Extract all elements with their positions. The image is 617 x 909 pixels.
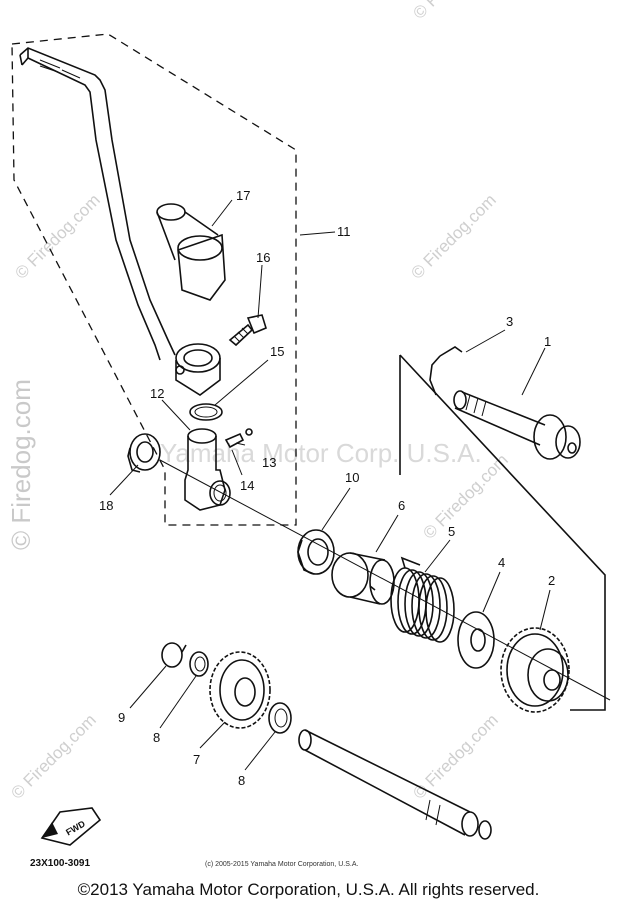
washer-part-8-lower bbox=[268, 702, 292, 734]
callout-17: 17 bbox=[236, 188, 250, 203]
watermark-repeat: © Firedog.com bbox=[409, 0, 501, 23]
circlip-part-9 bbox=[161, 642, 187, 668]
bolt-part-16 bbox=[228, 314, 267, 347]
callout-5: 5 bbox=[448, 524, 455, 539]
callout-8b: 8 bbox=[238, 773, 245, 788]
callout-10: 10 bbox=[345, 470, 359, 485]
idle-shaft bbox=[298, 729, 492, 840]
fwd-arrow-icon: FWD bbox=[40, 807, 102, 846]
o-ring-part-15 bbox=[189, 403, 223, 421]
callout-4: 4 bbox=[498, 555, 505, 570]
callout-9: 9 bbox=[118, 710, 125, 725]
kick-gear-part-2 bbox=[500, 627, 570, 713]
clip-part-3 bbox=[429, 346, 463, 396]
watermark-repeat: © Firedog.com bbox=[7, 710, 99, 802]
screw-part-14 bbox=[224, 432, 245, 449]
callout-11: 11 bbox=[337, 224, 351, 239]
kick-crank-boss-part-17 bbox=[156, 203, 226, 301]
washer-part-4 bbox=[457, 611, 495, 669]
torsion-spring-part-5 bbox=[390, 556, 455, 643]
small-copyright: (c) 2005-2015 Yamaha Motor Corporation, … bbox=[205, 861, 358, 868]
callout-15: 15 bbox=[270, 344, 284, 359]
callout-13: 13 bbox=[262, 455, 276, 470]
callout-18: 18 bbox=[99, 498, 113, 513]
callout-16: 16 bbox=[256, 250, 270, 265]
watermark-center: Yamaha Motor Corp. U.S.A. bbox=[160, 438, 482, 468]
o-ring-part-15-inner bbox=[194, 406, 218, 418]
callout-7: 7 bbox=[193, 752, 200, 767]
callout-12: 12 bbox=[150, 386, 164, 401]
kick-crank-arm bbox=[19, 47, 221, 396]
oil-seal-part-10 bbox=[297, 529, 335, 575]
callout-1: 1 bbox=[544, 334, 551, 349]
callout-14: 14 bbox=[240, 478, 254, 493]
callout-3: 3 bbox=[506, 314, 513, 329]
washer-part-18 bbox=[127, 433, 161, 473]
ball-part-13 bbox=[245, 428, 253, 436]
leader-lines bbox=[109, 199, 551, 771]
washer-part-8-top bbox=[189, 651, 209, 677]
drawing-code: 23X100-3091 bbox=[30, 858, 90, 869]
spring-guide-part-6 bbox=[331, 552, 395, 605]
idle-gear-part-7 bbox=[209, 651, 271, 729]
kick-boss-part-12 bbox=[184, 428, 231, 511]
callout-8a: 8 bbox=[153, 730, 160, 745]
callout-2: 2 bbox=[548, 573, 555, 588]
washer-part-8-lower-inner bbox=[274, 708, 288, 728]
axis-line bbox=[159, 459, 611, 701]
kick-axle-part-1 bbox=[453, 390, 581, 460]
kick-axle-assembly-outline bbox=[399, 354, 606, 711]
watermark-repeat: © Firedog.com bbox=[407, 190, 499, 282]
watermark-side: © Firedog.com bbox=[6, 379, 36, 550]
kick-crank-assembly-outline bbox=[11, 33, 297, 526]
watermark-repeat: © Firedog.com bbox=[11, 190, 103, 282]
footer-copyright: ©2013 Yamaha Motor Corporation, U.S.A. A… bbox=[77, 880, 540, 899]
washer-part-8-top-inner bbox=[194, 656, 206, 672]
callout-6: 6 bbox=[398, 498, 405, 513]
